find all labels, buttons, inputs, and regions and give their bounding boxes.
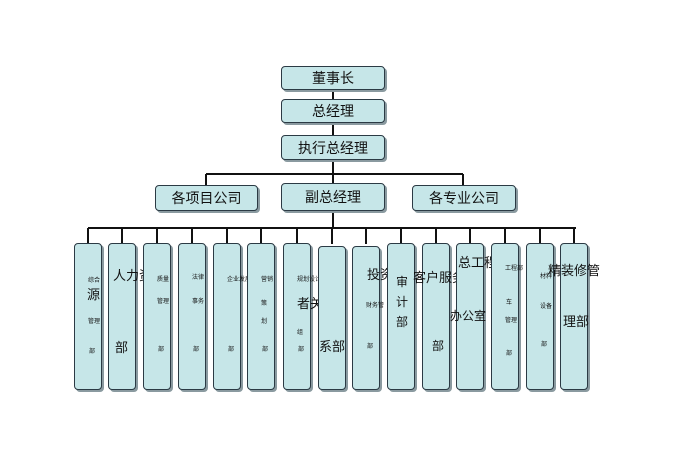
department-label-line: 财务管 <box>366 302 385 309</box>
department-comprehensive-resources: 综合 源 管理 部 <box>74 243 102 390</box>
department-label-line: 部 <box>298 346 305 353</box>
department-label-line: 部 <box>89 348 96 355</box>
specialty-companies-box: 各专业公司 <box>412 185 516 211</box>
department-marketing-planning: 营销 策 划 部 <box>247 243 275 390</box>
department-materials-equipment: 材料 设备 部 <box>526 243 554 390</box>
department-label-line: 工程部 <box>505 265 524 272</box>
executive-general-manager-box: 执行总经理 <box>281 135 385 160</box>
department-label-line: 部 <box>228 346 235 353</box>
department-label-line: 精装修管 <box>548 264 601 279</box>
department-label-line: 部 <box>367 343 374 350</box>
department-label-line: 营销 <box>261 276 274 283</box>
department-label-line: 组 <box>297 329 304 336</box>
department-fine-decoration: 精装修管 理部 <box>548 243 600 390</box>
department-human-resources: 人力资 部 <box>108 243 152 390</box>
department-label-line: 质量 <box>157 276 170 283</box>
department-label-line: 客户服务 <box>413 271 466 286</box>
department-label-line: 综合 <box>88 277 101 284</box>
department-label-line: 管理 <box>505 317 518 324</box>
department-label-line: 投资 <box>367 268 394 283</box>
department-label-line: 部 <box>506 350 513 357</box>
department-label-line: 部 <box>193 346 200 353</box>
department-label-line: 规划设计 <box>297 276 322 283</box>
department-legal-affairs: 法律 事务 部 <box>178 243 206 390</box>
department-label-line: 管理 <box>157 298 170 305</box>
chairman-box: 董事长 <box>281 66 385 90</box>
department-relations: 系部 <box>318 246 346 390</box>
department-label-line: 材料 <box>540 273 553 280</box>
department-label-line: 划 <box>261 318 268 325</box>
department-label-line: 事务 <box>192 298 205 305</box>
department-engineering-management: 工程部 车 管理 部 <box>491 243 523 390</box>
department-label-line: 办公室 <box>450 309 487 323</box>
department-customer-service: 客户服务 部 <box>413 243 465 390</box>
department-label-line: 审 <box>396 275 409 289</box>
department-label-line: 者关 <box>297 297 324 312</box>
department-quality-management: 质量 管理 部 <box>143 243 171 390</box>
department-label-line: 车 <box>506 299 513 306</box>
department-label-line: 部 <box>115 341 129 356</box>
project-companies-box: 各项目公司 <box>155 185 258 211</box>
department-chief-engineer-office: 总工程师 办公室 <box>450 243 510 390</box>
general-manager-box: 总经理 <box>281 99 385 123</box>
department-investment-finance: 投资 财务管 部 <box>352 246 393 390</box>
department-label-line: 计 <box>396 295 409 309</box>
department-label-line: 人力资 <box>113 269 153 284</box>
department-label-line: 企业发展 <box>227 276 252 283</box>
department-label-line: 法律 <box>192 274 205 281</box>
department-label-line: 部 <box>396 315 409 329</box>
department-label-line: 策 <box>261 300 268 307</box>
department-audit: 审 计 部 <box>387 243 415 390</box>
department-label-line: 设备 <box>540 303 553 310</box>
department-enterprise-development: 企业发展 部 <box>213 243 251 390</box>
department-label-line: 部 <box>262 346 269 353</box>
department-planning-design: 规划设计 者关 组 部 <box>283 243 323 390</box>
department-label-line: 部 <box>432 339 445 353</box>
department-label-line: 源 <box>87 288 101 303</box>
department-label-line: 理部 <box>563 315 590 330</box>
deputy-general-manager-box: 副总经理 <box>281 183 385 211</box>
department-label-line: 系部 <box>319 340 346 355</box>
department-label-line: 部 <box>541 341 548 348</box>
department-label-line: 部 <box>158 346 165 353</box>
department-label-line: 管理 <box>88 318 101 325</box>
